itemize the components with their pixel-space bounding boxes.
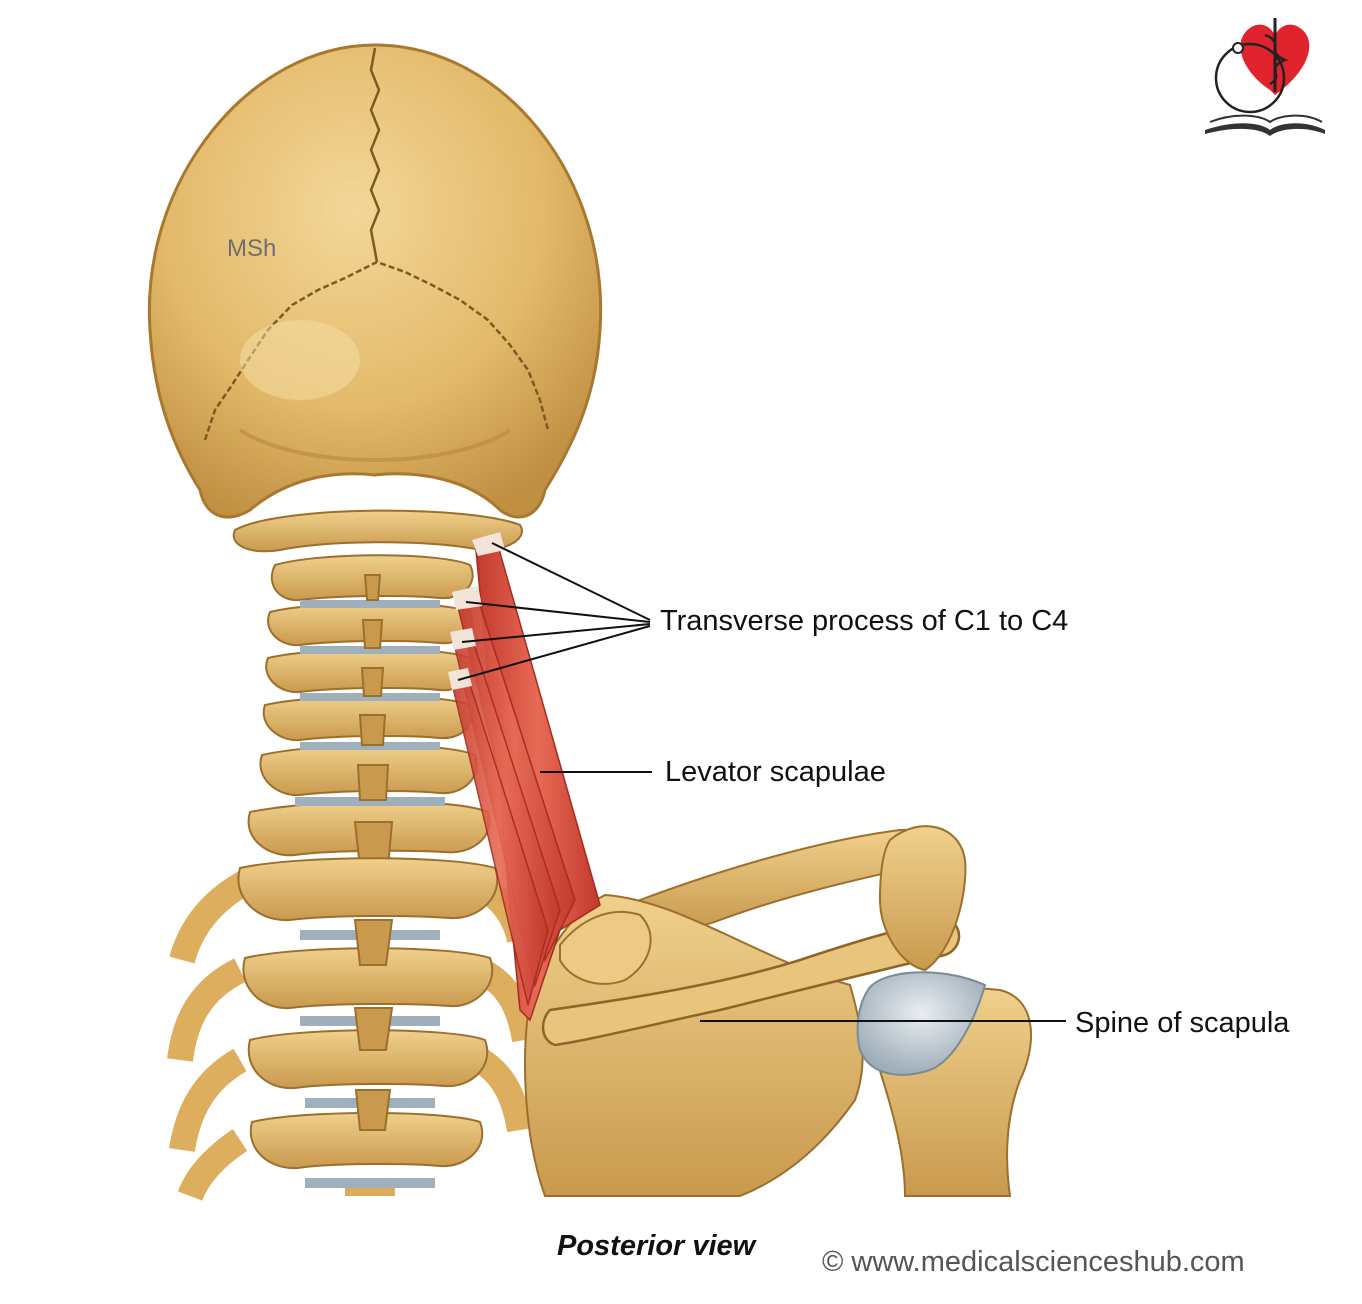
label-spine-of-scapula: Spine of scapula — [1075, 1007, 1290, 1039]
cervical-vertebrae — [247, 554, 491, 869]
scapula — [524, 825, 967, 1197]
figure-caption: Posterior view — [557, 1230, 756, 1262]
leader-lines — [457, 542, 1066, 1022]
heart-caduceus-book-logo — [1205, 18, 1325, 136]
artist-initials: MSh — [227, 235, 277, 262]
copyright-notice: © www.medicalscienceshub.com — [822, 1246, 1245, 1278]
levator-scapulae-muscle — [448, 532, 601, 1022]
thoracic-vertebrae — [237, 857, 499, 1196]
label-transverse-process: Transverse process of C1 to C4 — [660, 605, 1069, 637]
label-levator-scapulae: Levator scapulae — [665, 756, 886, 788]
skull — [147, 43, 603, 519]
ribs — [167, 868, 257, 1202]
humerus — [856, 971, 1033, 1197]
